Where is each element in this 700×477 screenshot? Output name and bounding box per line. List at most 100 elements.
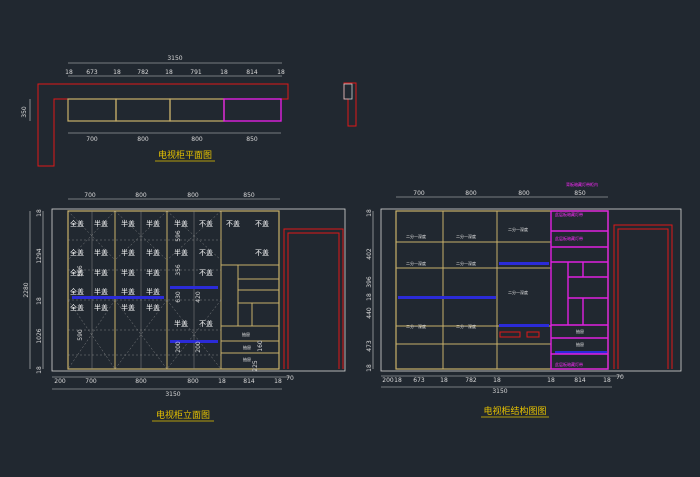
elevation-title: 电视柜立面图: [156, 409, 210, 421]
door-label-half: 半盖: [146, 219, 160, 228]
door-label-half: 半盖: [121, 287, 135, 296]
door-label-half: 半盖: [121, 219, 135, 228]
elev-top-dim: 850: [243, 192, 255, 199]
struct-overall-dim: 3150: [492, 388, 507, 395]
struct-drawer-label: 抽屉: [576, 341, 584, 347]
plan-top-dims: 18 673 18 782 18 791 18 814 18: [65, 69, 285, 76]
elev-top-dim: 700: [84, 192, 96, 199]
elev-door-labels: 全盖 半盖 半盖 半盖 半盖 不盖 不盖 不盖 全盖 半盖 半盖 半盖 半盖 不…: [70, 219, 269, 328]
plan-bottom-dim: 850: [246, 136, 258, 143]
shelf-label: 二分一深度: [406, 323, 426, 329]
door-label-half: 半盖: [94, 219, 108, 228]
elev-inner-dim: 160: [257, 340, 264, 352]
door-label-none: 不盖: [255, 219, 269, 228]
door-label-full: 全盖: [70, 219, 84, 228]
elev-left-dim: 1294: [36, 248, 43, 263]
elev-bottom-dim: 700: [85, 378, 97, 385]
drawer-label: 抽屉: [243, 344, 251, 350]
struct-left-dim: 18: [366, 364, 373, 372]
plan-dim: 18: [165, 69, 173, 76]
door-label-full: 全盖: [70, 248, 84, 257]
struct-magenta-label: 此层板暗藏灯带: [555, 361, 583, 367]
door-label-half: 半盖: [146, 268, 160, 277]
drawer-label: 抽屉: [243, 356, 251, 362]
door-label-full: 全盖: [70, 303, 84, 312]
door-label-none: 不盖: [199, 248, 213, 257]
door-label-half: 半盖: [174, 319, 188, 328]
elev-bottom-dim: 70: [286, 375, 294, 382]
plan-title: 电视柜平面图: [158, 149, 212, 161]
door-label-half: 半盖: [146, 303, 160, 312]
elev-inner-dim: 200: [175, 341, 182, 353]
elev-inner-dim: 590: [77, 329, 84, 341]
elev-inner-dim: 596: [175, 230, 182, 242]
struct-magenta-label: 此层板暗藏灯带: [555, 211, 583, 217]
door-label-half: 半盖: [121, 248, 135, 257]
plan-dim: 673: [86, 69, 98, 76]
shelf-label: 二分一深度: [406, 233, 426, 239]
elev-inner-dim: 200: [195, 341, 202, 353]
struct-bottom-dim: 18: [493, 377, 501, 384]
door-label-none: 不盖: [255, 248, 269, 257]
elev-left-dim: 18: [36, 209, 43, 217]
elev-inner-dim: 596: [77, 265, 84, 277]
door-label-half: 半盖: [121, 303, 135, 312]
structure-title: 电视柜结构图图: [483, 405, 546, 417]
struct-left-dim: 18: [366, 293, 373, 301]
plan-dim: 18: [65, 69, 73, 76]
plan-dim: 814: [246, 69, 258, 76]
struct-top-note: 背板暗藏灯带柜内: [566, 181, 598, 187]
elev-bottom-dim: 800: [187, 378, 199, 385]
plan-dim: 18: [277, 69, 285, 76]
plan-bottom-dim: 800: [137, 136, 149, 143]
door-label-half: 半盖: [174, 219, 188, 228]
shelf-label: 二分一深度: [456, 260, 476, 266]
elev-bottom-dim: 18: [274, 378, 282, 385]
elev-top-dim: 800: [187, 192, 199, 199]
plan-dim: 18: [113, 69, 121, 76]
struct-bottom-dim: 814: [574, 377, 586, 384]
struct-bottom-dim: 200: [382, 377, 394, 384]
struct-left-dim: 473: [366, 340, 373, 352]
elev-inner-dims: 596 590 596 356 630 200 420 200 160 225: [77, 230, 264, 372]
struct-bottom-dim: 782: [465, 377, 477, 384]
struct-left-dim: 440: [366, 307, 373, 319]
struct-bottom-dim: 18: [547, 377, 555, 384]
elev-left-dim: 18: [36, 366, 43, 374]
struct-bottom-dim: 18: [394, 377, 402, 384]
door-label-none: 不盖: [199, 268, 213, 277]
shelf-label: 二分一深度: [406, 260, 426, 266]
elev-left-dim: 2280: [23, 282, 30, 297]
door-label-none: 不盖: [199, 319, 213, 328]
shelf-label: 二分一深度: [508, 289, 528, 295]
elev-inner-dim: 356: [175, 264, 182, 276]
plan-dim: 18: [220, 69, 228, 76]
elev-bottom-dim: 800: [135, 378, 147, 385]
door-label-half: 半盖: [94, 268, 108, 277]
plan-bottom-dim: 800: [191, 136, 203, 143]
struct-magenta-label: 此层板暗藏灯带: [555, 235, 583, 241]
elev-inner-dim: 630: [175, 291, 182, 303]
door-label-half: 半盖: [121, 268, 135, 277]
struct-bottom-dim: 18: [440, 377, 448, 384]
elev-bottom-dim: 200: [54, 378, 66, 385]
struct-top-dim: 800: [518, 190, 530, 197]
struct-left-dim: 402: [366, 248, 373, 260]
door-label-none: 不盖: [226, 219, 240, 228]
elev-overall-dim: 3150: [165, 391, 180, 398]
shelf-label: 二分一深度: [508, 226, 528, 232]
elev-left-dim: 18: [36, 297, 43, 305]
door-label-full: 全盖: [70, 268, 84, 277]
struct-top-dim: 800: [465, 190, 477, 197]
door-label-half: 半盖: [94, 303, 108, 312]
elevation-view: 700 800 800 850: [23, 192, 346, 422]
struct-drawer-label: 抽屉: [576, 328, 584, 334]
struct-bottom-dim: 673: [413, 377, 425, 384]
door-label-half: 半盖: [94, 287, 108, 296]
struct-top-dim: 850: [574, 190, 586, 197]
door-label-half: 半盖: [174, 248, 188, 257]
door-label-half: 半盖: [94, 248, 108, 257]
plan-overall-dim: 3150: [167, 55, 182, 62]
structure-view: 700 800 800 850 背板暗藏灯带柜内: [366, 181, 682, 418]
